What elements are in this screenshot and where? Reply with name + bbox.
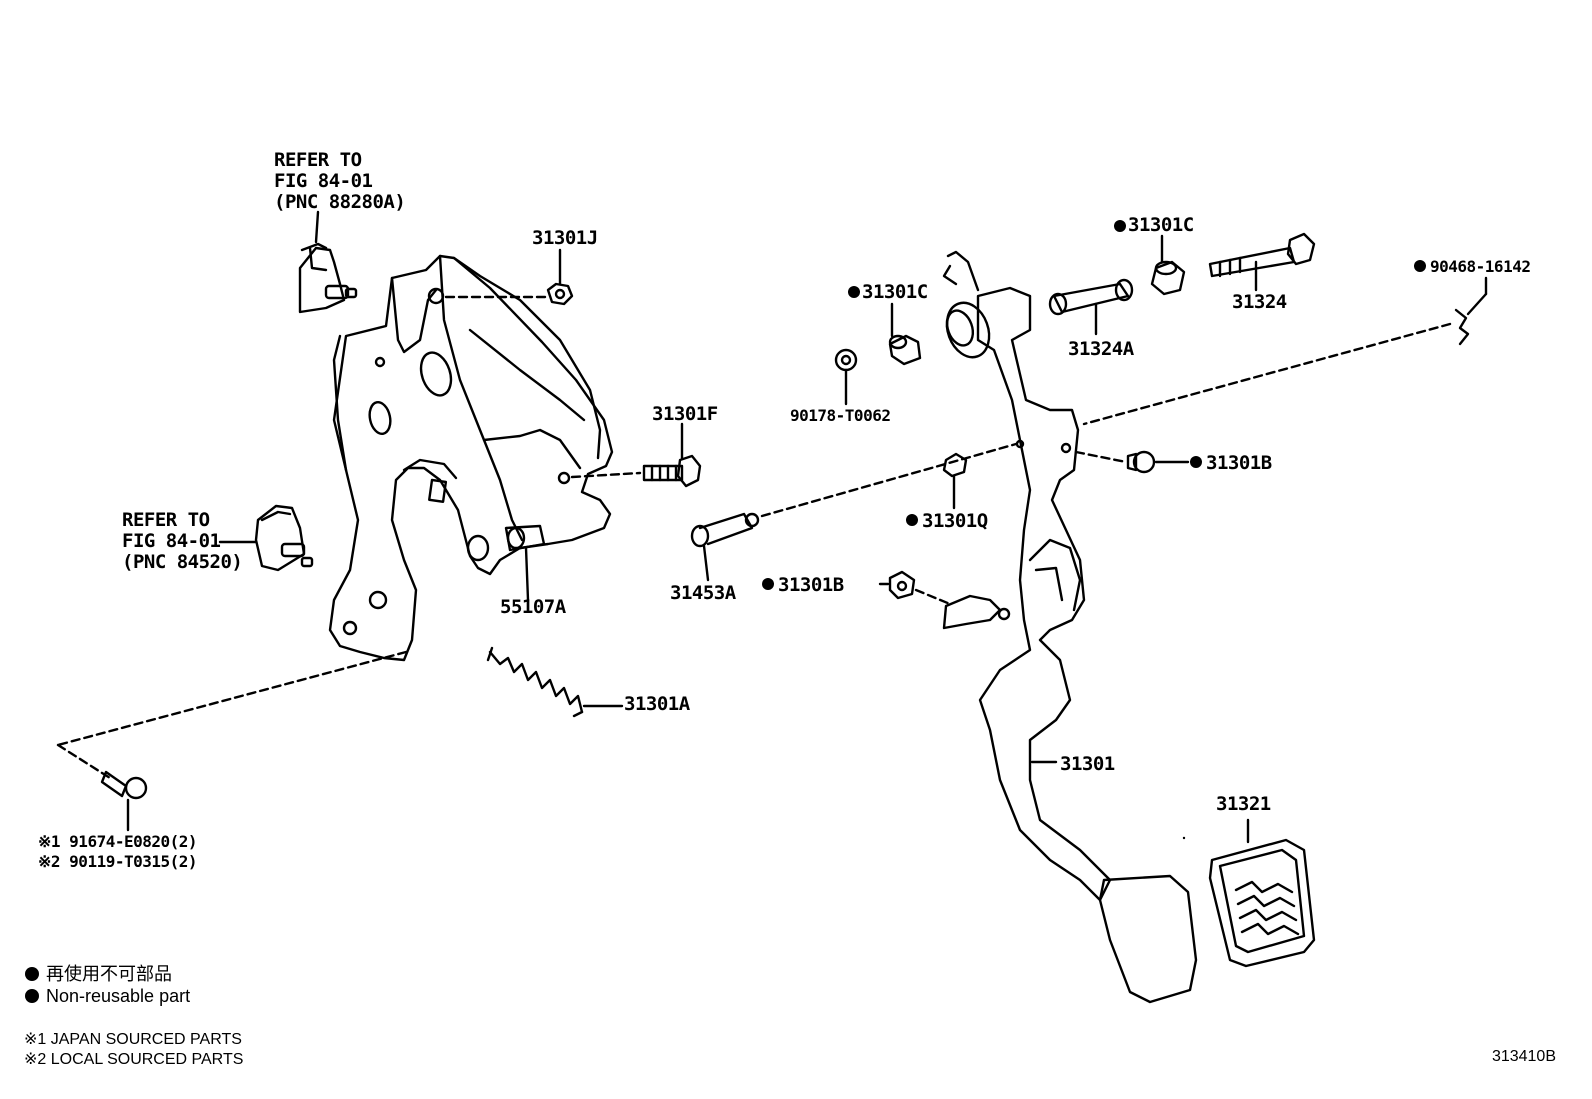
- part-label-31321[interactable]: 31321: [1216, 793, 1271, 815]
- bracket-bolt-drawing: [56, 650, 408, 832]
- part-label-31301F[interactable]: 31301F: [652, 403, 718, 425]
- refer-upper-line3: (PNC 88280A): [274, 191, 406, 213]
- legend-en: Non-reusable part: [46, 986, 191, 1006]
- part-label-31301J[interactable]: 31301J: [532, 227, 598, 249]
- part-label-31324A[interactable]: 31324A: [1068, 338, 1134, 360]
- pin-31453a-drawing: [690, 442, 1018, 582]
- nut-31301q-drawing: [942, 452, 968, 510]
- refer-upper-line2: FIG 84-01: [274, 170, 373, 192]
- return-spring-drawing: [486, 646, 624, 718]
- legend-jp: 再使用不可部品: [46, 964, 172, 984]
- part-label-31301A[interactable]: 31301A: [624, 693, 690, 715]
- part-label-55107A[interactable]: 55107A: [500, 596, 566, 618]
- bolt-31301b-upper-drawing: [1074, 450, 1190, 474]
- legend-note2: ※2 LOCAL SOURCED PARTS: [24, 1051, 244, 1068]
- pedal-support-bracket-drawing: [328, 254, 614, 662]
- part-label-31301C-left[interactable]: 31301C: [862, 281, 928, 303]
- bolt-note-line1[interactable]: ※1 91674-E0820(2): [38, 832, 198, 851]
- pedal-pad-drawing: [1208, 818, 1316, 968]
- part-label-90468-16142[interactable]: 90468-16142: [1430, 257, 1531, 276]
- non-reusable-markers: [25, 220, 1426, 1003]
- part-label-31301[interactable]: 31301: [1060, 753, 1115, 775]
- part-label-90178-T0062[interactable]: 90178-T0062: [790, 406, 891, 425]
- nut-31301j-drawing: [444, 248, 574, 306]
- stop-light-switch-drawing: [466, 524, 546, 602]
- part-label-31301B-lower[interactable]: 31301B: [778, 574, 844, 596]
- refer-lower-line1: REFER TO: [122, 509, 210, 531]
- refer-upper-line1: REFER TO: [274, 149, 362, 171]
- bolt-31301f-drawing: [557, 422, 702, 488]
- part-label-31301C-right[interactable]: 31301C: [1128, 214, 1194, 236]
- part-label-31301Q[interactable]: 31301Q: [922, 510, 988, 532]
- nut-31301b-lower-drawing: [878, 570, 952, 606]
- bushing-31301c-drawing: [888, 234, 1186, 366]
- collar-31324a-drawing: [1048, 278, 1134, 336]
- part-label-31324[interactable]: 31324: [1232, 291, 1287, 313]
- pedal-arm-drawing: [942, 250, 1198, 1004]
- refer-lower-line2: FIG 84-01: [122, 530, 221, 552]
- collar-90178-drawing: [834, 348, 858, 406]
- connector-lower-drawing: [218, 504, 314, 572]
- clip-90468-drawing: [1082, 276, 1488, 426]
- connector-upper-drawing: [298, 210, 358, 314]
- bolt-note-line2[interactable]: ※2 90119-T0315(2): [38, 852, 198, 871]
- refer-lower-line3: (PNC 84520): [122, 551, 243, 573]
- part-label-31301B-upper[interactable]: 31301B: [1206, 452, 1272, 474]
- legend-note1: ※1 JAPAN SOURCED PARTS: [24, 1031, 242, 1048]
- figure-code: 313410B: [1491, 1048, 1556, 1065]
- part-label-31453A[interactable]: 31453A: [670, 582, 736, 604]
- bolt-31324-drawing: [1208, 232, 1316, 292]
